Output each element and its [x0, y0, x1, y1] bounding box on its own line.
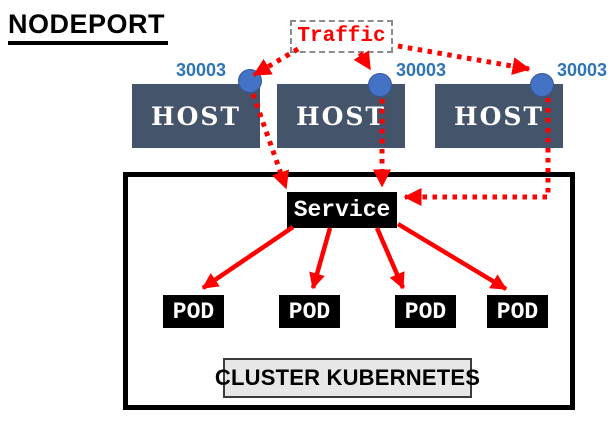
host-2-port-number: 30003 [396, 60, 447, 80]
host-3-nodeport-dot-icon [530, 73, 554, 97]
service-box: Service [287, 192, 397, 228]
page-title: NODEPORT [8, 9, 169, 45]
pod-box-4: POD [487, 295, 548, 328]
host-1-port-number: 30003 [175, 60, 226, 80]
host-3-port-number: 30003 [557, 60, 608, 80]
pod-1-label: POD [172, 298, 215, 325]
service-label: Service [293, 197, 391, 223]
pod-box-1: POD [163, 295, 224, 328]
host-1-label: HOST [150, 101, 242, 131]
host-1-nodeport-dot-icon [238, 69, 262, 93]
host-2-nodeport-dot-icon [368, 73, 392, 97]
arrow-traffic-to-host2 [353, 50, 373, 71]
pod-4-label: POD [496, 298, 539, 325]
host-3-label: HOST [453, 101, 545, 131]
traffic-box: Traffic [290, 20, 393, 53]
host-box-1: HOST [132, 84, 260, 148]
pod-box-3: POD [395, 295, 456, 328]
cluster-caption: CLUSTER KUBERNETES [215, 358, 480, 398]
pod-box-2: POD [279, 295, 340, 328]
pod-3-label: POD [404, 298, 447, 325]
traffic-label: Traffic [297, 25, 386, 48]
host-2-label: HOST [295, 101, 387, 131]
pod-2-label: POD [288, 298, 331, 325]
